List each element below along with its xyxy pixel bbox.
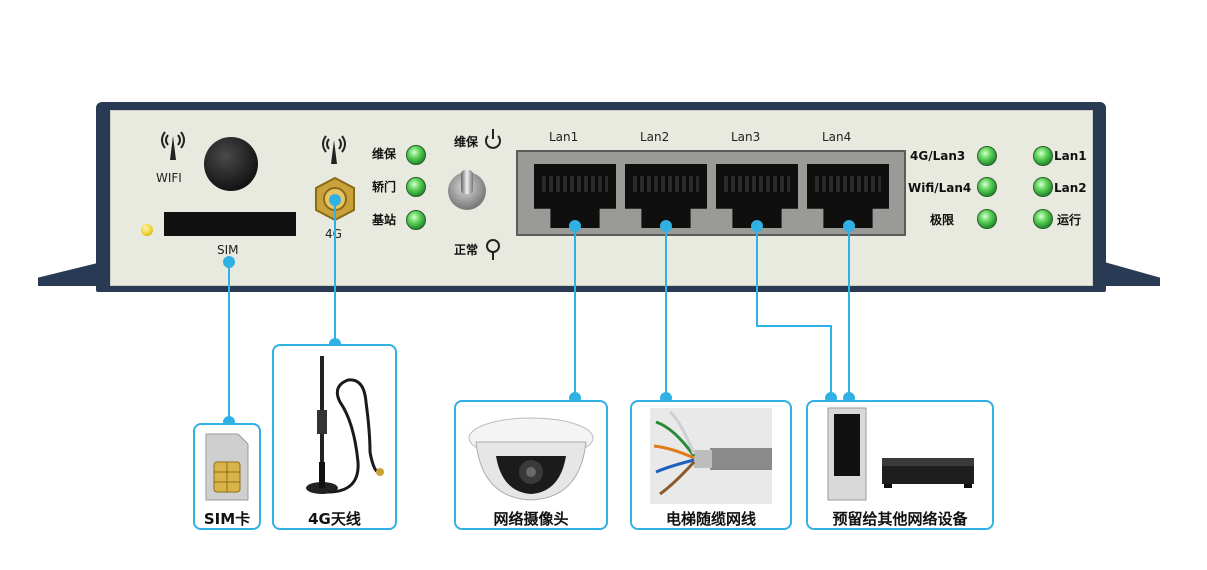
caption-network-camera: 网络摄像头 [493, 510, 569, 528]
connector-line-lan1 [574, 226, 576, 398]
lan1-label: Lan1 [549, 130, 579, 144]
connector-dot [660, 220, 672, 232]
led-label-lan1: Lan1 [1054, 149, 1087, 163]
led-label-wifi-lan4: Wifi/Lan4 [908, 181, 972, 195]
dome-camera-icon [468, 417, 594, 501]
wifi-label: WIFI [156, 171, 182, 185]
wifi-button[interactable] [204, 137, 258, 191]
led-label-limit: 极限 [930, 213, 955, 227]
led-lan1 [1033, 146, 1053, 166]
connector-line-lan4 [848, 226, 850, 398]
led-base-station [406, 210, 426, 230]
connector-dot [329, 194, 341, 206]
led-run [1033, 209, 1053, 229]
connector-line-lan3 [756, 325, 832, 327]
led-4g-lan3 [977, 146, 997, 166]
caption-other-devices: 预留给其他网络设备 [832, 510, 968, 528]
connector-dot [751, 220, 763, 232]
4g-antenna-icon [322, 135, 346, 164]
led-car-door [406, 177, 426, 197]
led-wifi-lan4 [977, 177, 997, 197]
connector-line-lan3 [830, 325, 832, 398]
connector-line-antenna [334, 200, 336, 344]
network-device-icon [827, 407, 974, 501]
led-limit [977, 209, 997, 229]
antenna-icon [306, 356, 384, 494]
sim-slot[interactable] [164, 212, 296, 236]
led-label-lan2: Lan2 [1054, 181, 1087, 195]
caption-elevator-cable: 电梯随缆网线 [665, 510, 756, 528]
led-label-4g-lan3: 4G/Lan3 [910, 149, 966, 163]
lan4-label: Lan4 [822, 130, 852, 144]
sim-label: SIM [217, 243, 239, 257]
wifi-antenna-icon [161, 131, 185, 160]
mode-switch-lever[interactable] [461, 170, 473, 194]
sim-card-icon [205, 433, 249, 501]
led-label-base-station: 基站 [372, 213, 397, 227]
led-label-run: 运行 [1057, 213, 1082, 227]
mounting-flange-left [38, 258, 118, 286]
mounting-flange-right [1090, 258, 1160, 286]
led-maintenance [406, 145, 426, 165]
switch-label-maintenance: 维保 [454, 135, 479, 149]
lan2-label: Lan2 [640, 130, 670, 144]
connector-line-sim [228, 262, 230, 422]
connector-dot [223, 256, 235, 268]
switch-label-normal: 正常 [454, 243, 479, 257]
connector-dot [569, 220, 581, 232]
connector-dot [843, 220, 855, 232]
lan3-label: Lan3 [731, 130, 761, 144]
led-label-car-door: 轿门 [372, 180, 397, 194]
led-label-maintenance: 维保 [372, 147, 397, 161]
antenna-label: 4G [325, 228, 342, 240]
power-symbol-icon [485, 129, 501, 149]
connector-line-lan3 [756, 226, 758, 326]
network-cable-icon [650, 408, 772, 504]
power-led [141, 224, 153, 236]
caption-sim-card: SIM卡 [203, 510, 251, 528]
led-lan2 [1033, 177, 1053, 197]
reset-symbol-icon [486, 239, 500, 260]
caption-4g-antenna: 4G天线 [308, 510, 361, 528]
antenna-box [272, 344, 397, 530]
connector-line-lan2 [665, 226, 667, 398]
